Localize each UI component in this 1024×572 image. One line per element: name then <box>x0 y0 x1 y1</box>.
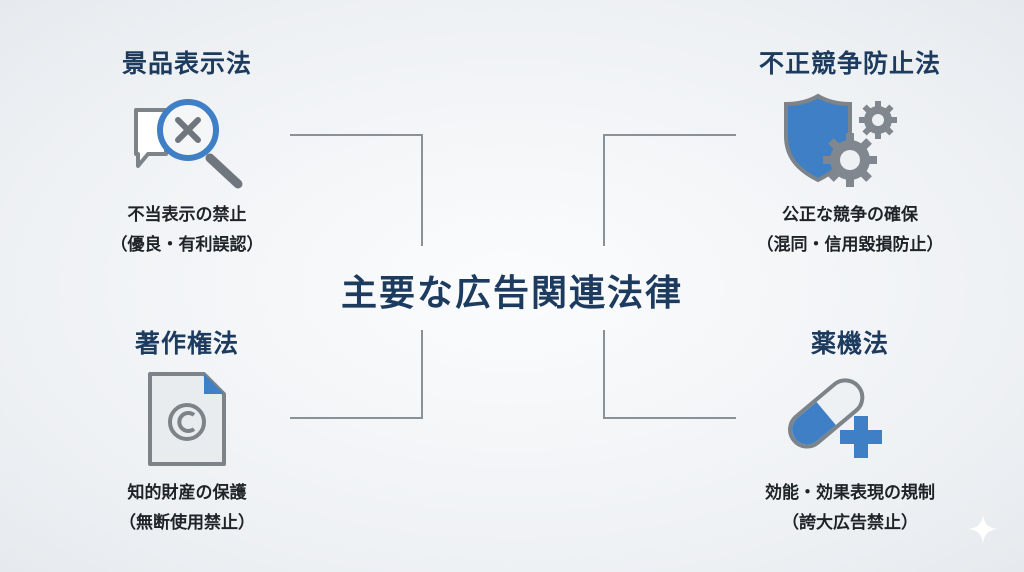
connector-bottom-left <box>290 417 423 419</box>
sparkle-icon <box>968 514 998 544</box>
copyright-document-icon <box>148 372 226 466</box>
desc-line: （混同・信用毀損防止） <box>756 235 944 255</box>
pill-plus-icon <box>788 378 882 458</box>
shield-gears-icon <box>784 93 897 187</box>
desc-line: （無断使用禁止） <box>119 513 255 533</box>
law-desc-chosakuken: 知的財産の保護 （無断使用禁止） <box>47 478 327 538</box>
connector-top-right-v <box>603 134 605 246</box>
connector-top-left-v <box>421 134 423 246</box>
connector-bottom-right-v <box>603 330 605 419</box>
desc-line: 効能・効果表現の規制 <box>765 483 935 503</box>
desc-line: 公正な競争の確保 <box>782 205 918 225</box>
law-title-fusei: 不正競争防止法 <box>758 49 941 78</box>
center-title: 主要な広告関連法律 <box>340 273 683 314</box>
connector-top-right <box>603 134 736 136</box>
connector-bottom-left-v <box>421 330 423 419</box>
law-desc-fusei: 公正な競争の確保 （混同・信用毀損防止） <box>710 200 990 260</box>
magnifier-x-icon <box>134 99 243 189</box>
law-desc-yakki: 効能・効果表現の規制 （誇大広告禁止） <box>710 478 990 538</box>
law-desc-keihyo: 不当表示の禁止 （優良・有利誤認） <box>47 200 327 260</box>
desc-line: 不当表示の禁止 <box>127 205 247 225</box>
law-title-yakki: 薬機法 <box>810 329 889 358</box>
connector-top-left <box>290 134 423 136</box>
desc-line: 知的財産の保護 <box>127 483 247 503</box>
law-title-chosakuken: 著作権法 <box>134 329 239 358</box>
desc-line: （誇大広告禁止） <box>782 513 918 533</box>
connector-bottom-right <box>603 417 736 419</box>
desc-line: （優良・有利誤認） <box>110 235 264 255</box>
law-title-keihyo: 景品表示法 <box>121 49 252 78</box>
